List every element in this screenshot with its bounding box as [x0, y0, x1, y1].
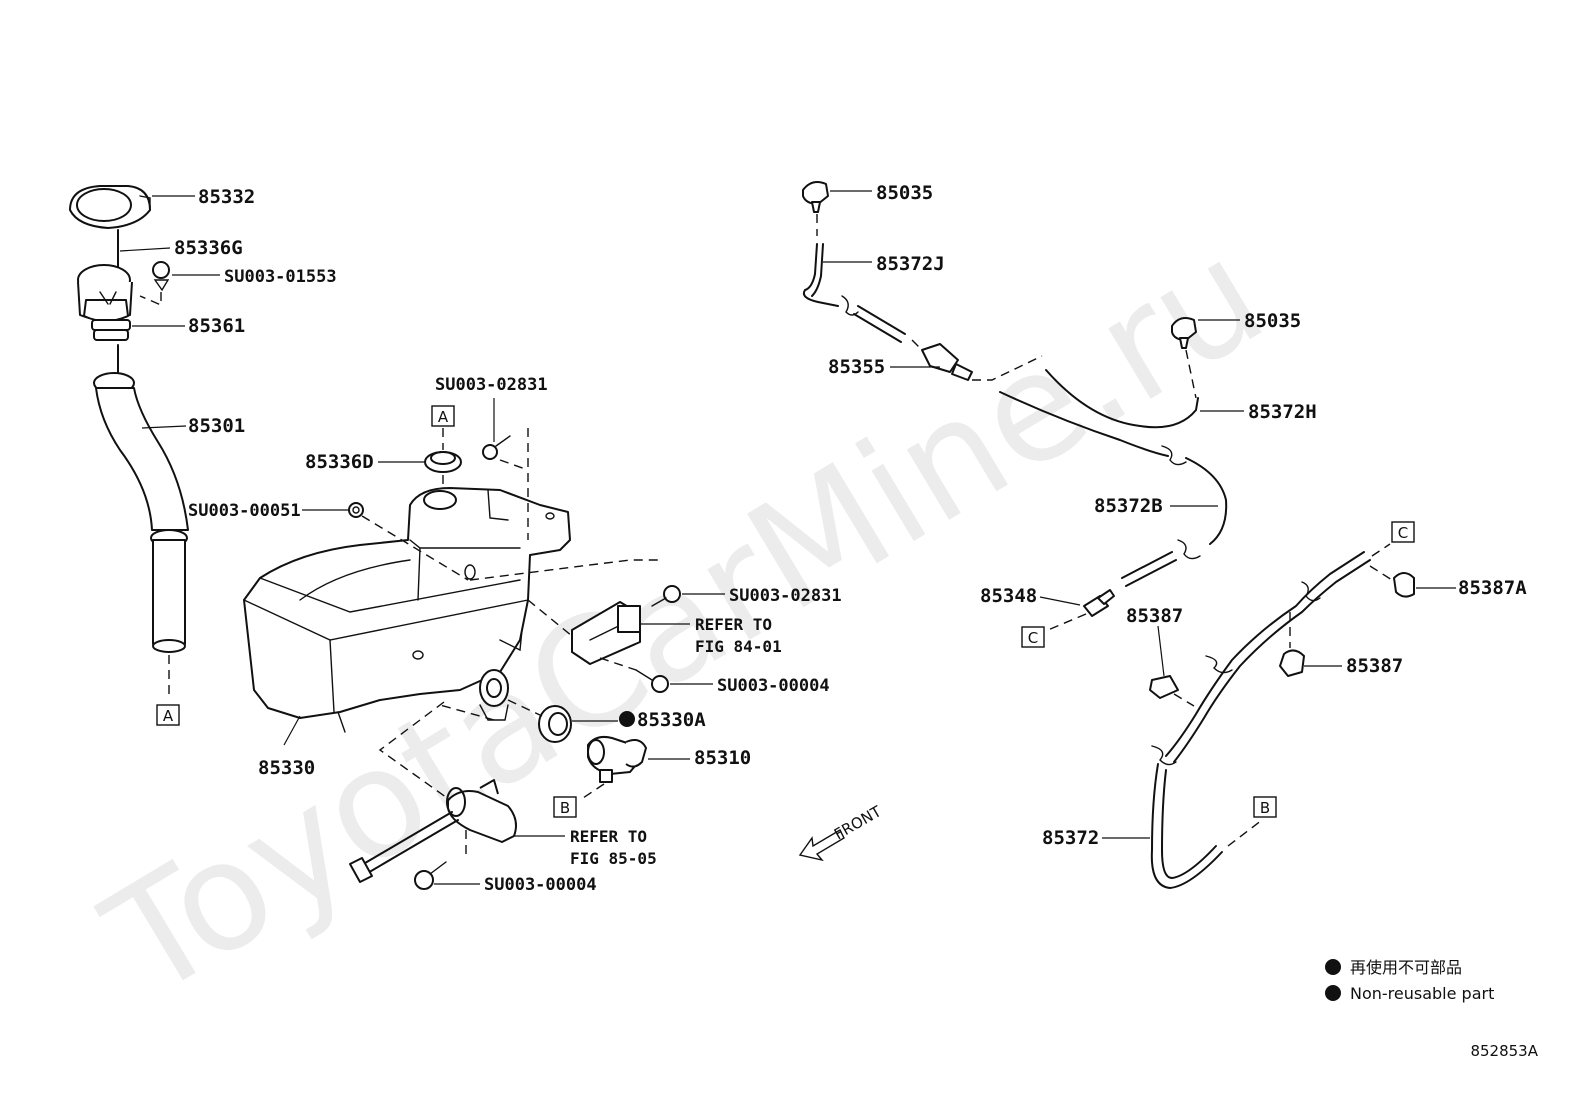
label-85372J: 85372J [876, 253, 945, 275]
label-su003-00004-bottom: SU003-00004 [484, 875, 597, 895]
bolt-su003-02831-top [482, 435, 511, 460]
front-label: FRONT [831, 802, 885, 844]
ref-fig85-line2: FIG 85-05 [570, 849, 657, 868]
label-85387A: 85387A [1458, 577, 1527, 599]
nut-su003-00051 [348, 502, 364, 518]
label-85355: 85355 [828, 356, 885, 378]
legend-dot-japanese [1325, 959, 1341, 975]
front-arrow [798, 829, 845, 862]
grommet-85330A [538, 705, 572, 743]
label-85330: 85330 [258, 757, 315, 779]
grommet-85336D [424, 451, 462, 473]
clip-85387-left [1149, 675, 1179, 699]
filler-neck-85361 [77, 264, 133, 341]
washer-pump-85310 [587, 735, 647, 783]
washer-tank-85330 [243, 487, 571, 733]
ref-box-a-bottom-letter: A [163, 707, 174, 725]
legend-dot-english [1325, 985, 1341, 1001]
label-85348: 85348 [980, 585, 1037, 607]
ref-box-a-top-letter: A [438, 408, 449, 426]
label-85387-left: 85387 [1126, 605, 1183, 627]
legend-japanese: 再使用不可部品 [1350, 958, 1462, 977]
label-85336D: 85336D [305, 451, 374, 473]
label-85332: 85332 [198, 186, 255, 208]
ref-box-c-left [1021, 626, 1045, 648]
label-85372B: 85372B [1094, 495, 1163, 517]
figure-code: 852853A [1470, 1042, 1538, 1060]
filler-pipe-85301 [93, 372, 189, 653]
ref-box-b-pump-letter: B [560, 799, 570, 817]
ref-box-b-hose [1253, 796, 1277, 818]
label-su003-00004-mid: SU003-00004 [717, 676, 830, 696]
nozzle-85035-top [802, 181, 829, 213]
label-su003-02831-mid: SU003-02831 [729, 586, 842, 606]
label-85035-mid: 85035 [1244, 310, 1301, 332]
label-su003-01553: SU003-01553 [224, 267, 337, 287]
legend-english: Non-reusable part [1350, 984, 1494, 1003]
label-su003-02831-top: SU003-02831 [435, 375, 548, 395]
joint-85348 [1083, 589, 1115, 617]
ref-fig85-line1: REFER TO [570, 827, 647, 846]
level-sensor-fig84-01 [571, 601, 641, 665]
ref-fig84-line2: FIG 84-01 [695, 637, 782, 656]
label-85330A: 85330A [637, 709, 706, 731]
filler-cap-85332 [69, 185, 151, 229]
clip-su003-01553 [152, 261, 170, 292]
ref-box-b-hose-letter: B [1260, 799, 1270, 817]
clip-85387A [1393, 572, 1415, 598]
label-85387-right: 85387 [1346, 655, 1403, 677]
ref-box-b-pump [553, 796, 577, 818]
ref-box-a-bottom [156, 704, 180, 726]
non-reusable-marker-85330A [619, 711, 635, 727]
check-valve-85355 [921, 343, 973, 381]
ref-box-c-right-letter: C [1398, 524, 1408, 542]
clip-85387-right [1279, 649, 1305, 677]
bolt-su003-00004-bottom [414, 861, 447, 890]
bolt-su003-02831-mid [651, 585, 681, 607]
label-85310: 85310 [694, 747, 751, 769]
label-85336G: 85336G [174, 237, 243, 259]
ref-fig84-line1: REFER TO [695, 615, 772, 634]
label-85372: 85372 [1042, 827, 1099, 849]
label-su003-00051: SU003-00051 [188, 501, 301, 521]
nozzle-85035-mid [1171, 317, 1197, 349]
label-85301: 85301 [188, 415, 245, 437]
ref-box-c-left-letter: C [1028, 629, 1038, 647]
headlamp-washer-pump-fig85-05 [349, 779, 517, 883]
bolt-su003-00004-mid [635, 669, 669, 693]
ref-box-a-top [431, 405, 455, 427]
label-85035-top: 85035 [876, 182, 933, 204]
ref-box-c-right [1391, 521, 1415, 543]
label-85361: 85361 [188, 315, 245, 337]
label-85372H: 85372H [1248, 401, 1317, 423]
